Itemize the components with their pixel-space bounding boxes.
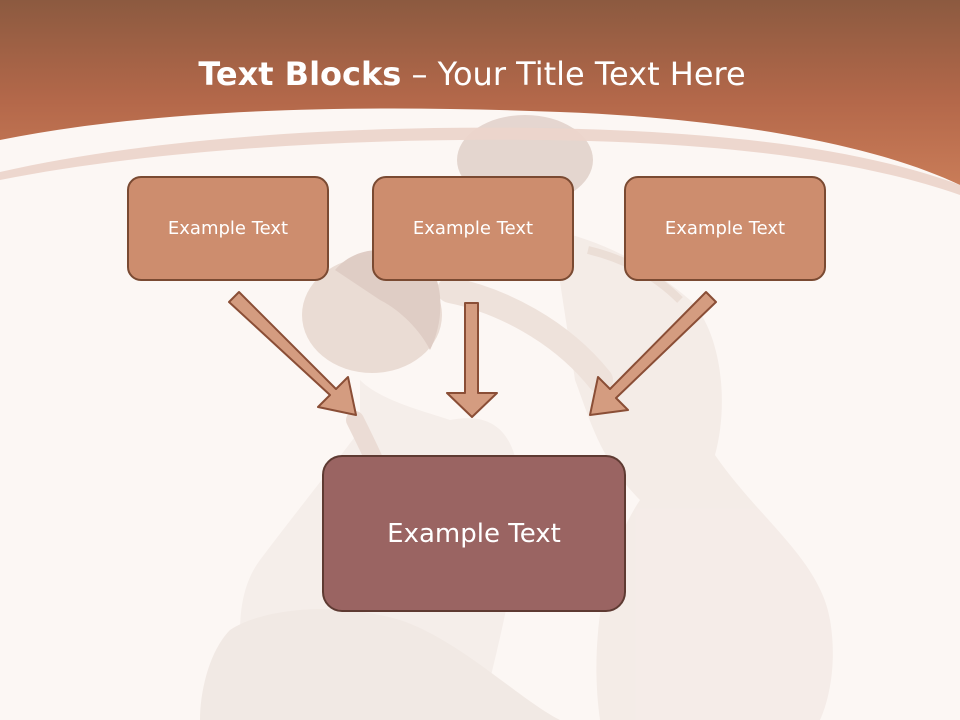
text-block-right[interactable]: Example Text: [624, 176, 826, 281]
arrow-left: [228, 291, 357, 416]
text-block-bottom-label: Example Text: [387, 518, 561, 549]
text-block-middle[interactable]: Example Text: [372, 176, 574, 281]
header-swoosh: [0, 127, 960, 195]
header-band: [0, 0, 960, 185]
text-block-bottom[interactable]: Example Text: [322, 455, 626, 612]
text-block-left[interactable]: Example Text: [127, 176, 329, 281]
slide-title: Text Blocks – Your Title Text Here: [0, 52, 944, 96]
title-regular-text: – Your Title Text Here: [401, 55, 746, 93]
arrow-middle: [446, 302, 498, 418]
title-bold-text: Text Blocks: [198, 55, 402, 93]
arrow-right: [589, 291, 717, 416]
text-block-left-label: Example Text: [167, 218, 289, 239]
text-block-right-label: Example Text: [664, 218, 786, 239]
text-block-middle-label: Example Text: [412, 218, 534, 239]
